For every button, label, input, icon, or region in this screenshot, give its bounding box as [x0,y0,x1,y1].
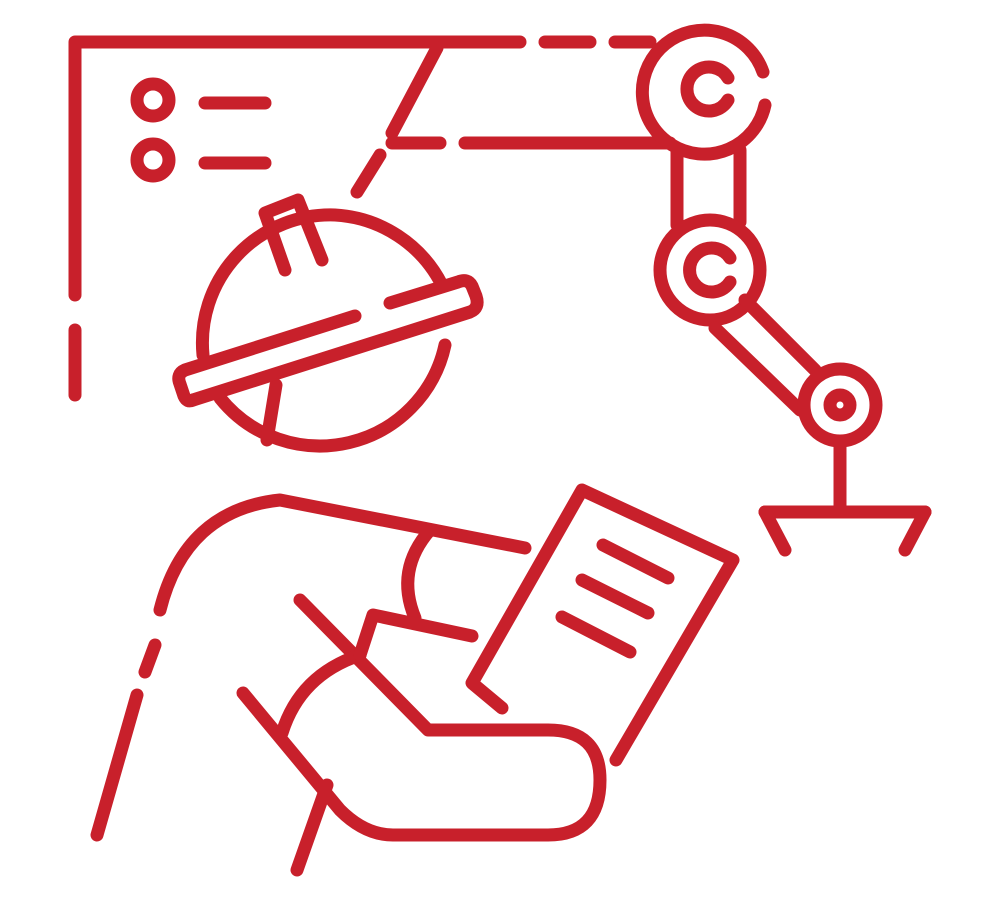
robot-arm-icon [635,23,932,557]
worker-body-icon [90,493,607,877]
worker-helmet-icon [172,193,484,453]
screen-list-icon [130,77,272,183]
clipboard-icon [465,483,740,767]
screen-frame [68,35,677,402]
